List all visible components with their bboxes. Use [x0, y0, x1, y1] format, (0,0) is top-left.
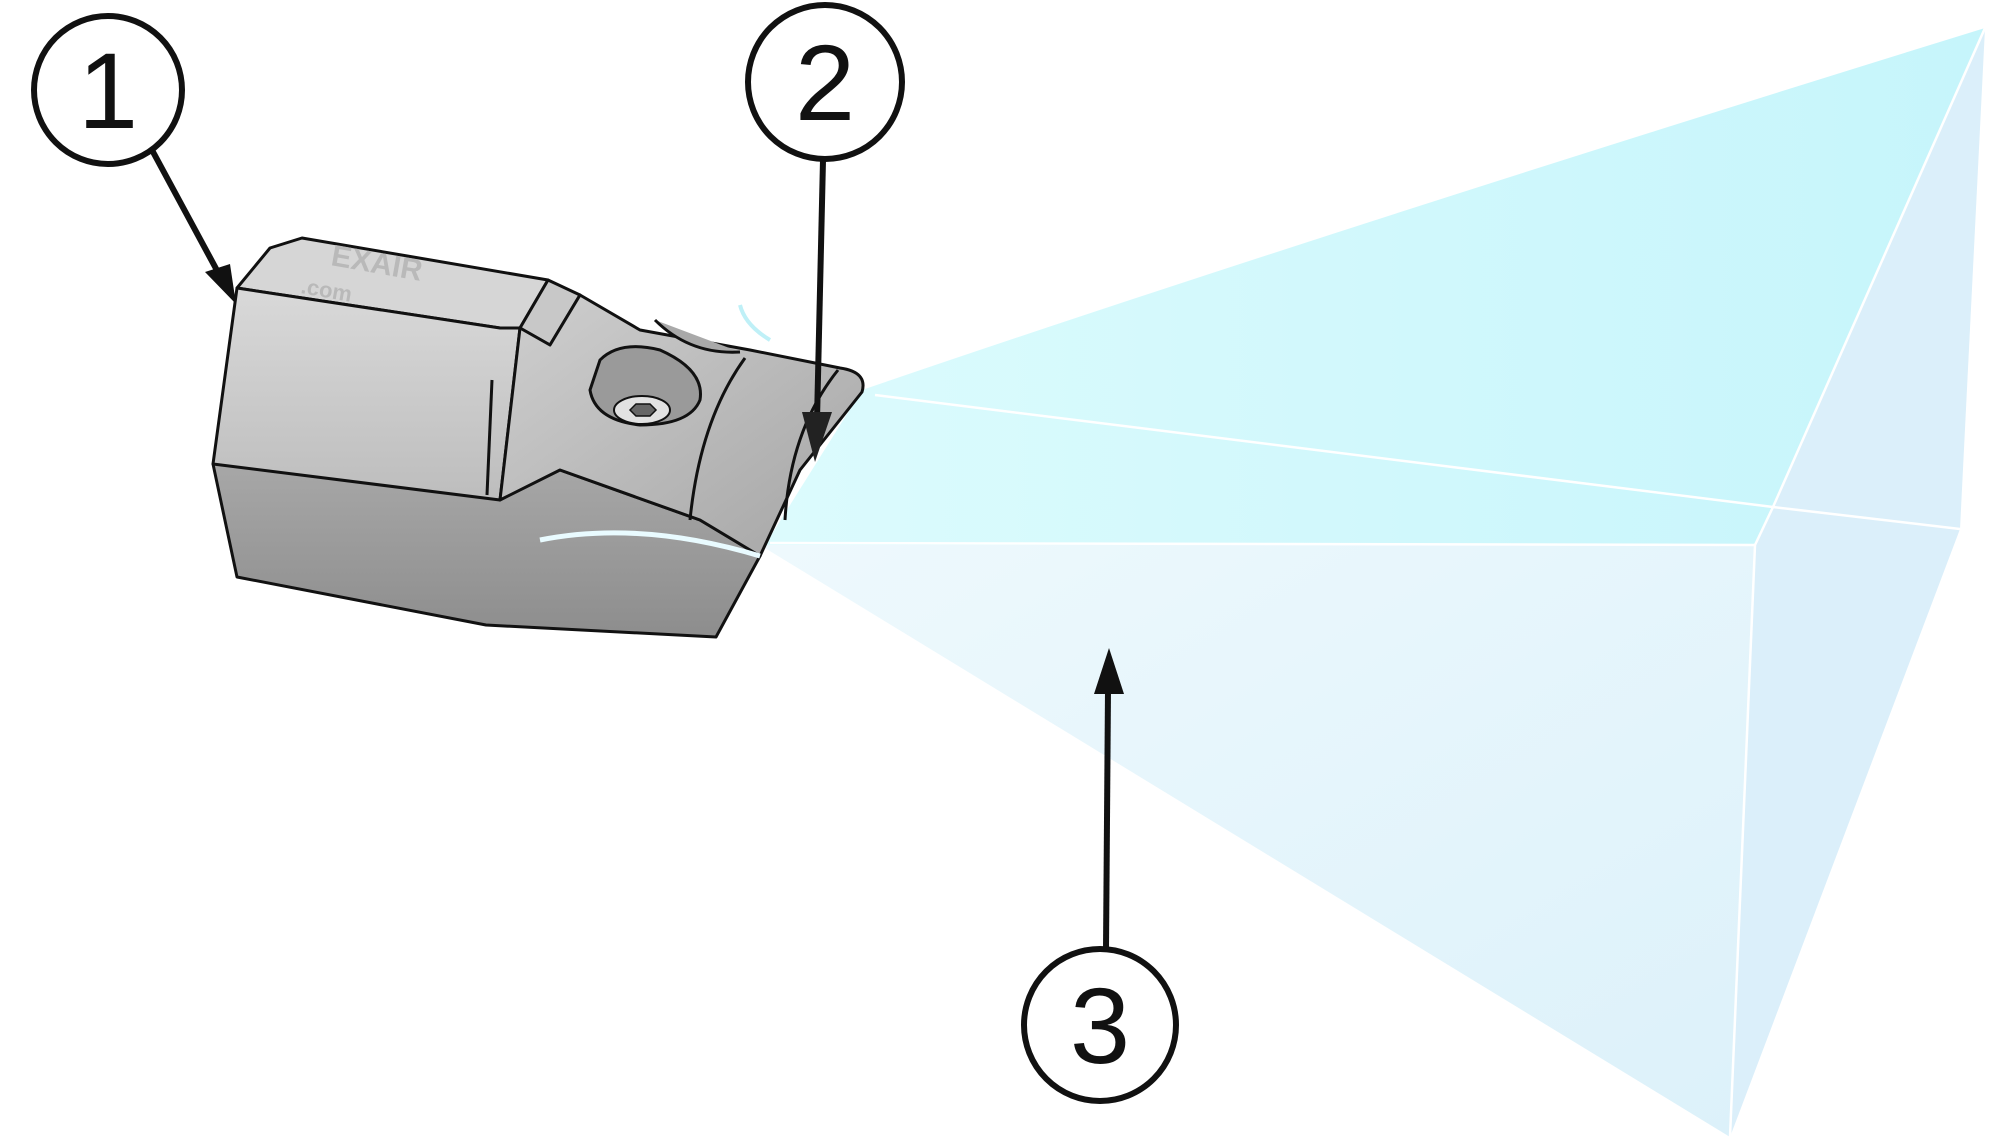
air-stream [760, 27, 1987, 1138]
callout-2: 2 [745, 2, 905, 462]
callout-3-label: 3 [1070, 965, 1130, 1086]
callout-1-circle [31, 13, 185, 167]
arrowhead-icon [802, 412, 832, 462]
arrowhead-icon [1094, 648, 1124, 694]
callout-2-circle [745, 2, 905, 162]
callout-3: 3 [1021, 648, 1179, 1104]
hex-socket-icon [628, 403, 658, 417]
callout-1-arrow [149, 148, 223, 278]
air-stream-side-face [1730, 28, 1985, 1137]
air-stream-lower-face [760, 545, 1755, 1137]
callout-2-arrow [814, 159, 826, 421]
nozzle: EXAIR .com [211, 236, 865, 639]
callout-1: 1 [31, 13, 236, 304]
callout-1-label: 1 [78, 30, 138, 151]
callout-3-circle [1021, 946, 1179, 1104]
callout-2-label: 2 [795, 22, 855, 143]
arrowhead-icon [205, 264, 236, 304]
callout-3-arrow [1103, 689, 1111, 950]
air-stream-upper-face [765, 28, 1985, 545]
